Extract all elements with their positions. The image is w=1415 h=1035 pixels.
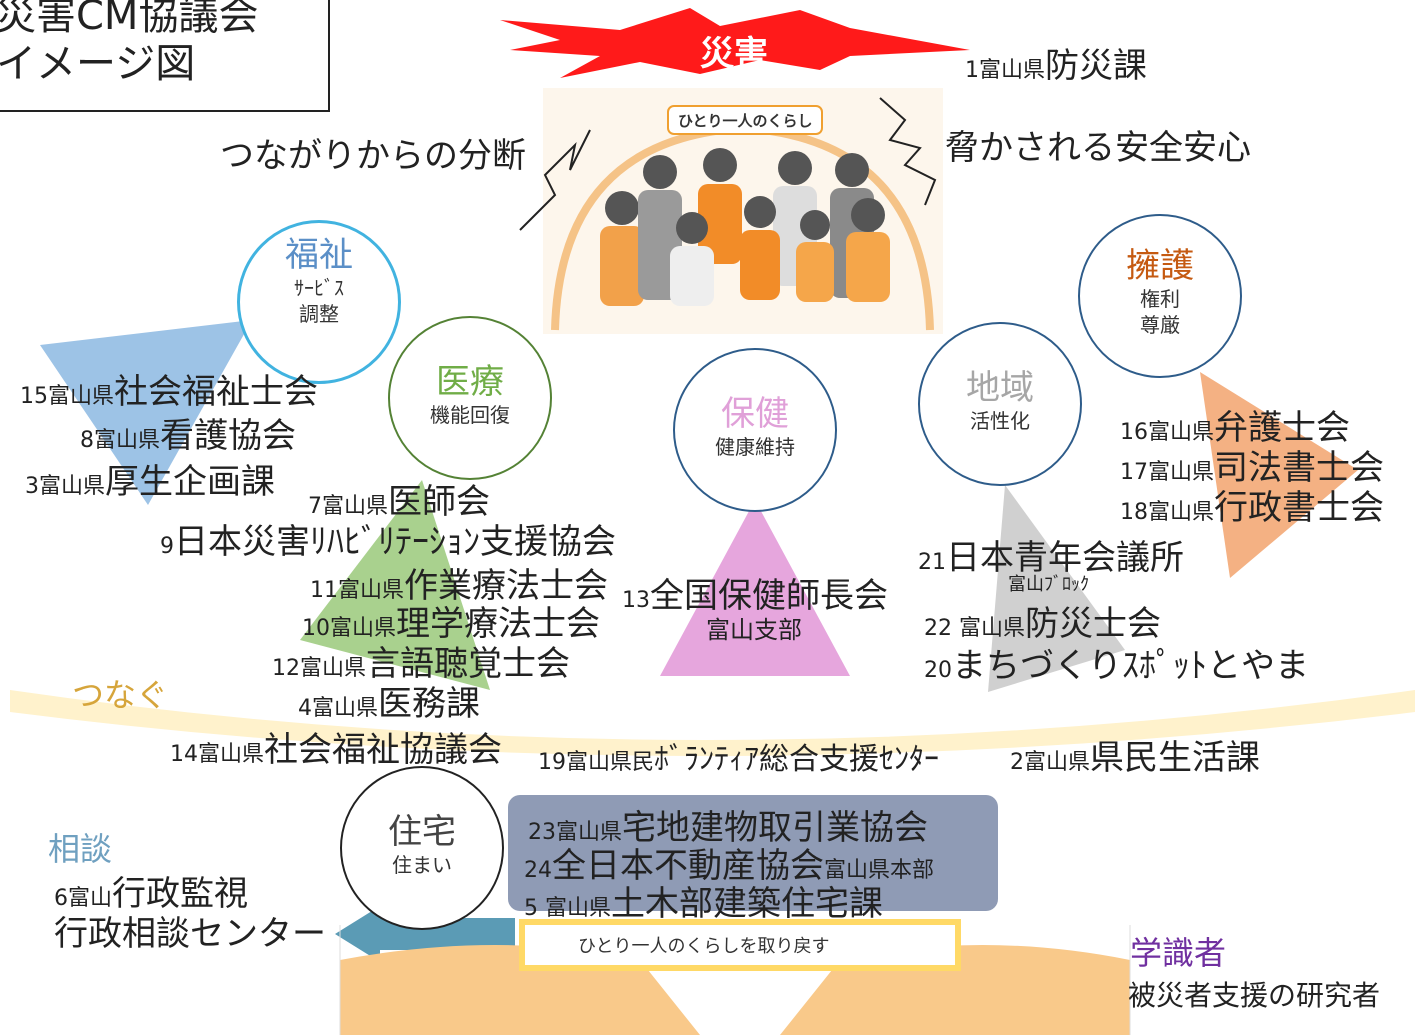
welfare-circle: 福祉 ｻｰﾋﾞｽ 調整 (237, 220, 401, 384)
academic-sub: 被災者支援の研究者 (1128, 979, 1381, 1012)
housing-circle: 住宅 住まい (340, 766, 504, 930)
medical-item: 9日本災害ﾘﾊﾋﾞﾘﾃｰｼｮﾝ支援協会 (160, 522, 616, 562)
health-item-sub: 富山支部 (706, 616, 802, 644)
zigzag-right (879, 97, 937, 206)
advocacy-circle: 擁護 権利 尊厳 (1078, 214, 1242, 378)
left-caption: つながりからの分断 (220, 136, 526, 176)
health-circle: 保健 健康維持 (673, 348, 837, 512)
medical-item: 12富山県言語聴覚士会 (272, 644, 571, 684)
consult-head: 相談 (48, 830, 113, 868)
welfare-item: 8富山県看護協会 (80, 416, 297, 456)
community-item: 22 富山県防災士会 (924, 604, 1162, 644)
diagram-title-box: 災害CM協議会 イメージ図 (0, 0, 330, 112)
medical-item: 10富山県理学療法士会 (302, 604, 601, 644)
welfare-item: 3富山県厚生企画課 (25, 462, 276, 502)
restore-box (519, 919, 961, 971)
medical-triangle (300, 480, 490, 690)
restore-label: ひとり一人のくらしを取り戻す (578, 936, 830, 957)
welfare-item: 15富山県社会福祉士会 (20, 372, 319, 412)
connect-item: 14富山県社会福祉協議会 (170, 730, 503, 770)
family-label-box (667, 105, 823, 135)
connect-item: 2富山県県民生活課 (1010, 738, 1261, 778)
medical-circle: 医療 機能回復 (388, 316, 552, 480)
zigzag-left (519, 129, 591, 231)
advocacy-item: 16富山県弁護士会 (1120, 408, 1351, 448)
disaster-label: 災害 (700, 34, 768, 74)
housing-item: 5 富山県土木部建築住宅課 (524, 884, 884, 924)
medical-item: 4富山県医務課 (298, 684, 481, 724)
community-triangle (988, 485, 1125, 692)
advocacy-item: 18富山県行政書士会 (1120, 488, 1385, 528)
medical-item: 7富山県医師会 (308, 482, 491, 522)
advocacy-item: 17富山県司法書士会 (1120, 448, 1385, 488)
consult-item: 6富山行政監視 (54, 874, 249, 914)
connect-label: つなぐ (72, 676, 169, 714)
connect-item: 19富山県民ﾎﾞﾗﾝﾃｨｱ総合支援ｾﾝﾀｰ (538, 742, 940, 777)
health-item: 13全国保健師長会 (622, 576, 888, 616)
top-item: 1富山県防災課 (965, 46, 1148, 86)
family-people (600, 148, 890, 306)
welfare-triangle (40, 320, 252, 505)
right-caption: 脅かされる安全安心 (945, 128, 1251, 168)
disaster-burst (500, 8, 970, 78)
connection-band (10, 690, 1415, 756)
academic-head: 学識者 (1130, 934, 1227, 972)
community-item-sub: 富山ﾌﾞﾛｯｸ (1008, 574, 1089, 595)
family-label: ひとり一人のくらし (678, 112, 813, 130)
advocacy-triangle (1200, 372, 1358, 578)
consult-line2: 行政相談センター (54, 914, 326, 954)
medical-item: 11富山県作業療法士会 (310, 566, 609, 606)
community-circle: 地域 活性化 (918, 322, 1082, 486)
community-item: 21日本青年会議所 (918, 538, 1184, 578)
housing-item: 23富山県宅地建物取引業協会 (528, 808, 929, 848)
community-item: 20まちづくりｽﾎﾟｯﾄとやま (924, 646, 1309, 686)
health-triangle (660, 500, 850, 676)
housing-box (508, 795, 998, 911)
housing-item: 24全日本不動産協会富山県本部 (524, 846, 935, 886)
title-line1: 災害CM協議会 (0, 0, 259, 39)
title-line2: イメージ図 (0, 41, 196, 87)
